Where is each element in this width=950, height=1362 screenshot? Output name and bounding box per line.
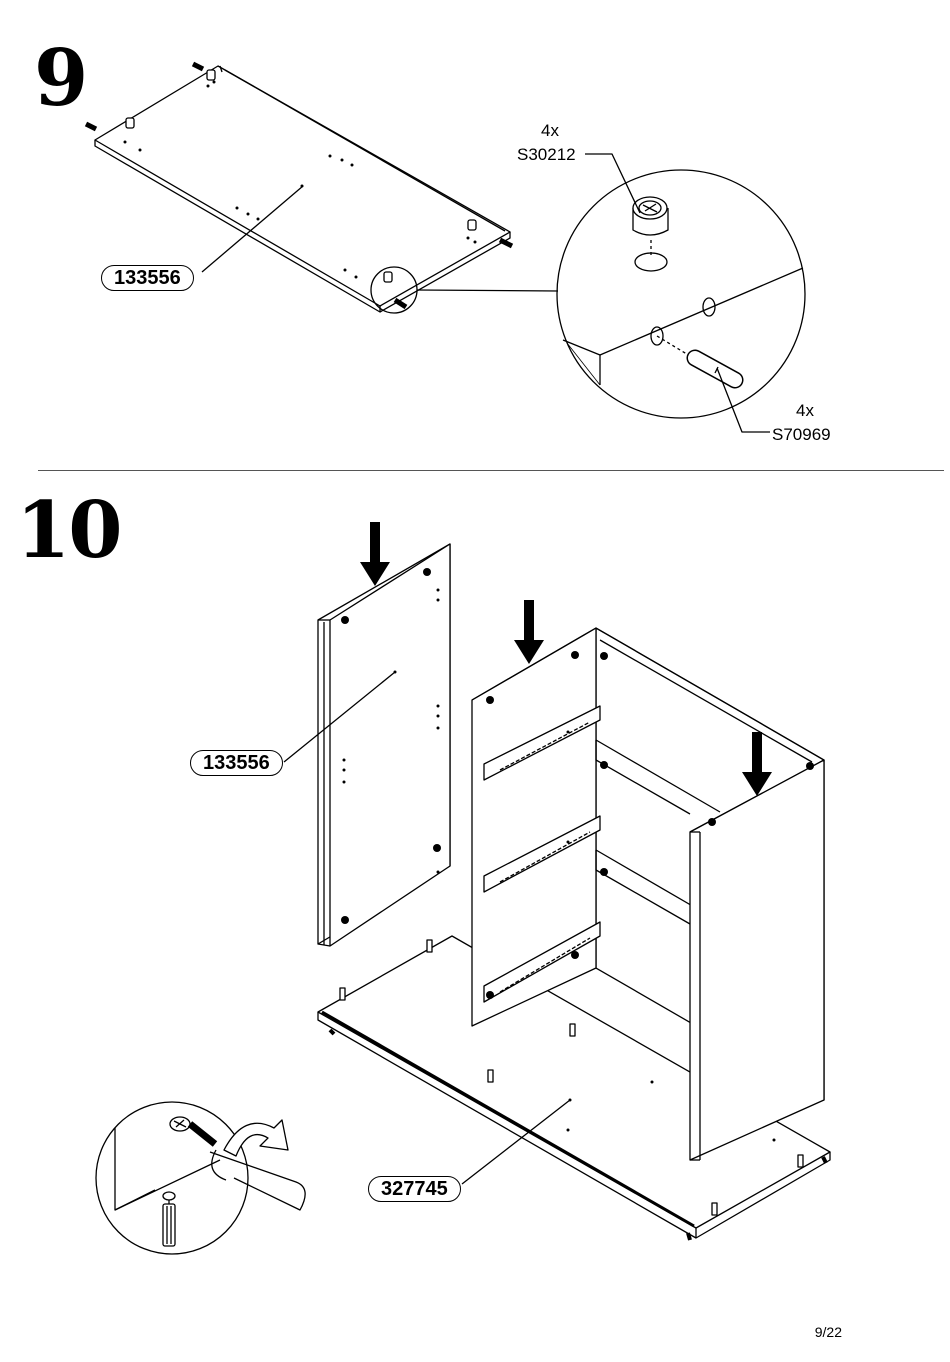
hardware-qty-cam: 4x [541, 122, 559, 139]
cam-leader [585, 154, 640, 213]
bolt-icon [163, 1192, 175, 1246]
part-label-base-panel: 327745 [368, 1176, 461, 1202]
hardware-code-dowel: S70969 [772, 426, 831, 443]
screwdriver-detail [96, 1102, 305, 1254]
step9-detail-zoom [557, 170, 805, 418]
step-number-10: 10 [16, 492, 121, 570]
part-label-side-panel: 133556 [190, 750, 283, 776]
part-label-step9: 133556 [101, 265, 194, 291]
page-number: 9/22 [815, 1324, 842, 1340]
dowel-pin-icon [695, 358, 735, 380]
step-divider [38, 470, 944, 471]
hardware-code-cam: S30212 [517, 146, 576, 163]
rotate-arrow-icon [224, 1120, 288, 1156]
hardware-qty-dowel: 4x [796, 402, 814, 419]
step10-side-panel-left [318, 544, 450, 946]
step-number-9: 9 [34, 40, 86, 118]
